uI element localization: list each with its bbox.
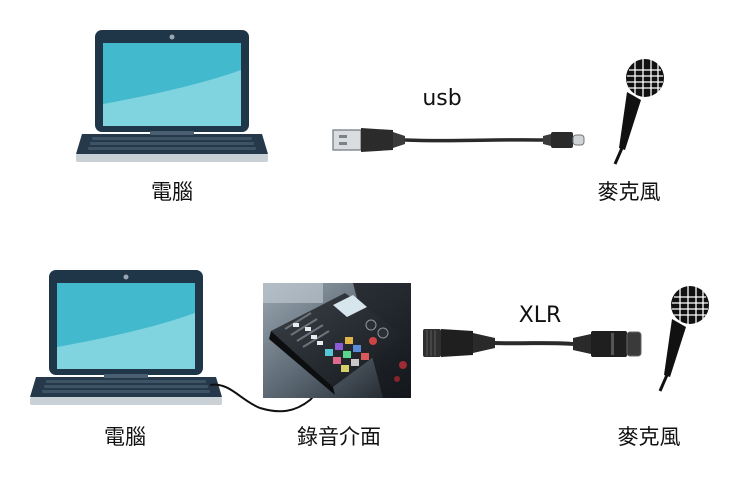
laptop-top-icon [76, 30, 268, 162]
usb-cable-icon [332, 128, 585, 152]
laptop-bottom-icon [30, 270, 222, 405]
microphone-top-icon [613, 59, 664, 165]
computer-label: 電腦 [151, 180, 193, 204]
xlr-cable-icon [423, 329, 642, 357]
recording-interface-image [263, 283, 411, 398]
xlr-cable-label: XLR [518, 303, 562, 328]
microphone-label: 麥克風 [597, 180, 661, 204]
microphone-label: 麥克風 [617, 425, 681, 449]
computer-label: 電腦 [104, 425, 146, 449]
recording-interface-label: 錄音介面 [297, 425, 381, 449]
microphone-bottom-icon [658, 286, 709, 392]
usb-cable-label: usb [422, 86, 462, 111]
